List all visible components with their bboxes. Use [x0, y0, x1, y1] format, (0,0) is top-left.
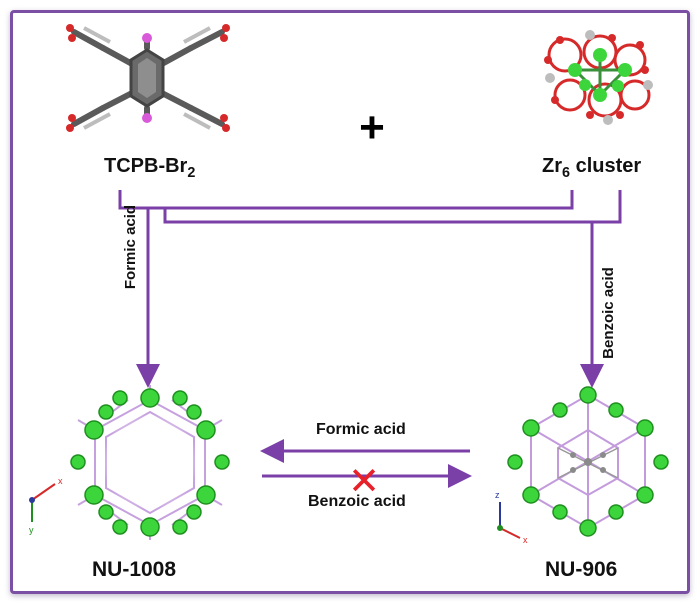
conversion-top-label: Formic acid	[316, 421, 406, 438]
axis-y-label: y	[29, 525, 34, 535]
conversion-bottom-label: Benzoic acid	[308, 493, 406, 510]
nu-906-structure-icon	[507, 386, 669, 537]
reaction-connectors	[118, 190, 622, 488]
cluster-label: Zr6 cluster	[542, 155, 642, 182]
axis-x-label: x	[58, 476, 63, 486]
plus-sign: +	[359, 103, 385, 152]
nu-1008-structure-icon	[70, 385, 230, 540]
blocked-conversion-mark: ✕	[348, 459, 380, 503]
nu-1008-axes-icon: x y	[29, 476, 63, 535]
axis-x-label-right: x	[523, 535, 528, 545]
linker-label: TCPB-Br2	[104, 155, 196, 182]
nu-1008-label: NU-1008	[92, 558, 177, 581]
left-route-modulator-label: Formic acid	[122, 204, 139, 290]
axis-z-label: z	[495, 490, 500, 500]
nu-906-label: NU-906	[545, 558, 618, 581]
tcpb-br2-molecule-icon	[66, 24, 230, 132]
zr6-cluster-icon	[544, 30, 653, 125]
right-route-modulator-label: Benzoic acid	[600, 267, 617, 359]
nu-906-axes-icon: z x	[495, 490, 528, 545]
